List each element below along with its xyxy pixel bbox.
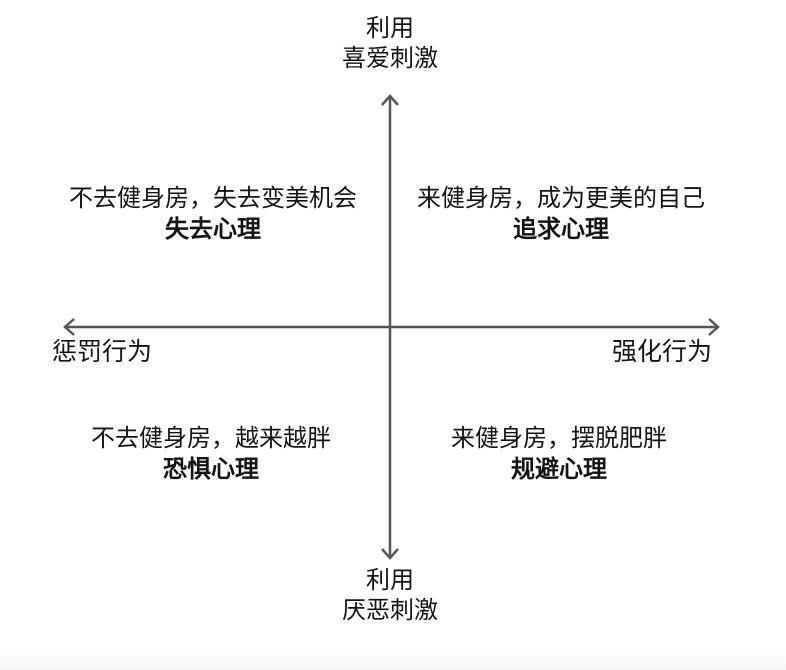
quadrant-top-left: 不去健身房，失去变美机会 失去心理: [43, 183, 383, 245]
pole-label-bottom: 利用 厌恶刺激: [280, 566, 500, 626]
pole-top-line1: 利用: [366, 15, 414, 42]
quadrant-top-left-desc: 不去健身房，失去变美机会: [69, 185, 357, 212]
quadrant-top-left-label: 失去心理: [165, 216, 261, 243]
pole-label-top: 利用 喜爱刺激: [280, 14, 500, 74]
arrowhead-up-icon: [381, 94, 399, 106]
arrowhead-left-icon: [63, 318, 75, 336]
arrowhead-down-icon: [381, 548, 399, 560]
quadrant-bottom-right: 来健身房，摆脱肥胖 规避心理: [389, 423, 729, 485]
quadrant-bottom-left-desc: 不去健身房，越来越胖: [91, 425, 331, 452]
quadrant-top-right-label: 追求心理: [513, 216, 609, 243]
axis-label-left: 惩罚行为: [52, 338, 153, 366]
quadrant-top-right-desc: 来健身房，成为更美的自己: [417, 185, 705, 212]
pole-top-line2: 喜爱刺激: [342, 45, 438, 72]
quadrant-bottom-left: 不去健身房，越来越胖 恐惧心理: [41, 423, 381, 485]
quadrant-bottom-left-label: 恐惧心理: [163, 456, 259, 483]
arrowhead-right-icon: [708, 318, 720, 336]
pole-bottom-line1: 利用: [366, 567, 414, 594]
axis-label-right: 强化行为: [612, 338, 713, 366]
axes-group: [63, 94, 720, 560]
quadrant-top-right: 来健身房，成为更美的自己 追求心理: [391, 183, 731, 245]
pole-bottom-line2: 厌恶刺激: [342, 597, 438, 624]
quadrant-bottom-right-desc: 来健身房，摆脱肥胖: [451, 425, 667, 452]
quadrant-bottom-right-label: 规避心理: [511, 456, 607, 483]
